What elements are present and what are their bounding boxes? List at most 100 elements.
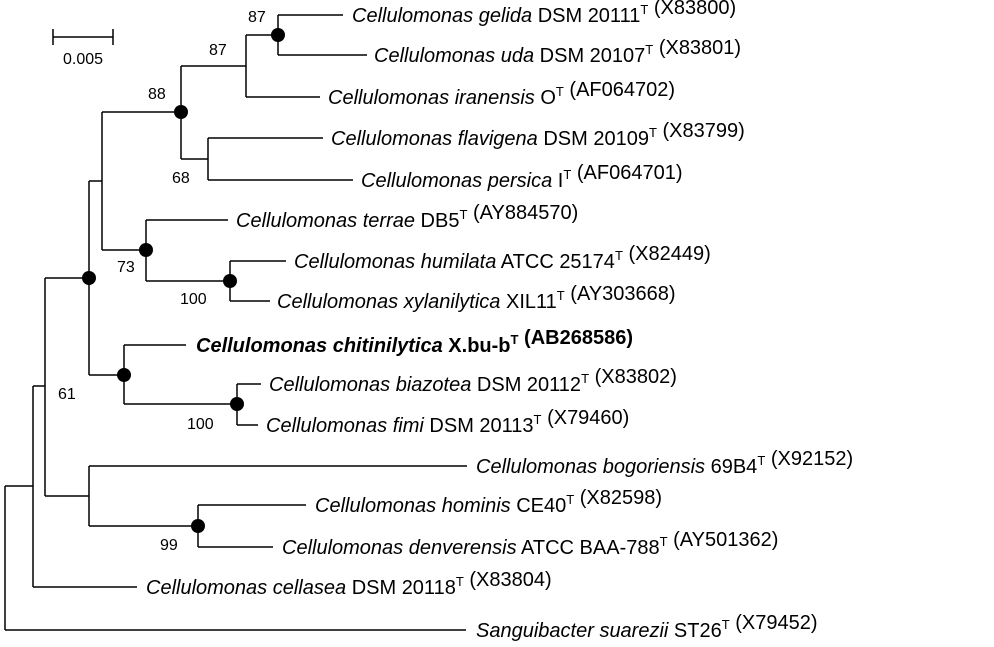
taxon-strain: DSM 20118 xyxy=(352,577,456,599)
bootstrap-value: 100 xyxy=(187,416,214,433)
taxon-strain: O xyxy=(540,87,556,109)
taxon-genus: Cellulomonas xyxy=(315,495,436,517)
taxon-strain: DSM 20111 xyxy=(538,5,641,27)
type-strain-mark: T xyxy=(581,371,589,386)
support-node-dot xyxy=(174,105,188,119)
taxon-species: fimi xyxy=(393,415,425,437)
type-strain-mark: T xyxy=(645,42,653,57)
taxon-accession: (X92152) xyxy=(771,448,853,470)
bootstrap-value: 73 xyxy=(117,259,135,276)
taxon-genus: Cellulomonas xyxy=(476,456,597,478)
taxon-accession: (X83799) xyxy=(663,120,745,142)
taxon-species: chitinilytica xyxy=(333,335,443,357)
taxon-label: Cellulomonas persica IT (AF064701) xyxy=(361,162,682,192)
taxon-strain: XIL11 xyxy=(506,291,557,313)
taxon-genus: Cellulomonas xyxy=(277,291,398,313)
taxon-species: xylanilytica xyxy=(403,291,501,313)
bootstrap-value: 87 xyxy=(248,9,266,26)
taxon-accession: (AB268586) xyxy=(524,327,633,349)
type-strain-mark: T xyxy=(459,207,467,222)
type-strain-mark: T xyxy=(757,453,765,468)
taxon-accession: (AF064701) xyxy=(577,162,683,184)
taxon-species: denverensis xyxy=(409,537,517,559)
taxon-species: suarezii xyxy=(599,620,668,642)
taxon-accession: (X83804) xyxy=(469,569,551,591)
taxon-strain: ATCC BAA-788 xyxy=(521,537,660,559)
taxon-accession: (AY303668) xyxy=(570,283,675,305)
support-node-dot xyxy=(271,28,285,42)
taxon-strain: X.bu-b xyxy=(448,335,510,357)
taxon-genus: Cellulomonas xyxy=(331,128,452,150)
type-strain-mark: T xyxy=(566,492,574,507)
taxon-label: Cellulomonas hominis CE40T (X82598) xyxy=(315,487,662,517)
bootstrap-value: 100 xyxy=(180,291,207,308)
bootstrap-value: 99 xyxy=(160,537,178,554)
type-strain-mark: T xyxy=(557,288,565,303)
taxon-genus: Cellulomonas xyxy=(374,45,495,67)
type-strain-mark: T xyxy=(511,332,519,347)
taxon-accession: (X79460) xyxy=(547,407,629,429)
taxon-label: Sanguibacter suarezii ST26T (X79452) xyxy=(476,612,818,642)
taxon-species: iranensis xyxy=(455,87,535,109)
taxon-accession: (AY501362) xyxy=(673,529,778,551)
taxon-strain: DSM 20113 xyxy=(429,415,533,437)
taxon-strain: DSM 20112 xyxy=(477,374,581,396)
taxon-genus: Cellulomonas xyxy=(269,374,390,396)
support-node-dot xyxy=(230,397,244,411)
taxon-label: Cellulomonas xylanilytica XIL11T (AY3036… xyxy=(277,283,676,313)
taxon-species: bogoriensis xyxy=(603,456,705,478)
taxon-species: terrae xyxy=(363,210,415,232)
taxon-species: gelida xyxy=(479,5,532,27)
type-strain-mark: T xyxy=(615,248,623,263)
taxon-strain: ATCC 25174 xyxy=(501,251,615,273)
type-strain-mark: T xyxy=(660,534,668,549)
taxon-strain: DSM 20109 xyxy=(543,128,649,150)
taxon-accession: (X79452) xyxy=(735,612,817,634)
taxon-genus: Cellulomonas xyxy=(294,251,415,273)
taxon-species: biazotea xyxy=(396,374,472,396)
taxon-genus: Cellulomonas xyxy=(236,210,357,232)
taxon-label: Cellulomonas chitinilytica X.bu-bT (AB26… xyxy=(196,327,633,357)
taxon-species: humilata xyxy=(421,251,497,273)
type-strain-mark: T xyxy=(722,617,730,632)
taxon-strain: DSM 20107 xyxy=(540,45,646,67)
taxon-label: Cellulomonas bogoriensis 69B4T (X92152) xyxy=(476,448,853,478)
bootstrap-value: 68 xyxy=(172,170,190,187)
taxon-accession: (AF064702) xyxy=(569,79,675,101)
support-node-dot xyxy=(223,274,237,288)
taxon-label: Cellulomonas fimi DSM 20113T (X79460) xyxy=(266,407,629,437)
type-strain-mark: T xyxy=(640,2,648,17)
taxon-genus: Cellulomonas xyxy=(146,577,267,599)
support-node-dot xyxy=(82,271,96,285)
taxon-species: flavigena xyxy=(458,128,538,150)
type-strain-mark: T xyxy=(649,125,657,140)
bootstrap-value: 61 xyxy=(58,386,76,403)
taxon-strain: 69B4 xyxy=(711,456,758,478)
support-node-dot xyxy=(117,368,131,382)
taxon-strain: ST26 xyxy=(674,620,722,642)
taxon-accession: (AY884570) xyxy=(473,202,578,224)
taxon-genus: Cellulomonas xyxy=(352,5,473,27)
taxon-label: Cellulomonas flavigena DSM 20109T (X8379… xyxy=(331,120,745,150)
taxon-accession: (X82598) xyxy=(580,487,662,509)
support-node-dot xyxy=(191,519,205,533)
taxon-accession: (X83801) xyxy=(659,37,741,59)
taxon-label: Cellulomonas iranensis OT (AF064702) xyxy=(328,79,675,109)
taxon-genus: Cellulomonas xyxy=(328,87,449,109)
support-node-dot xyxy=(139,243,153,257)
taxon-accession: (X82449) xyxy=(628,243,710,265)
type-strain-mark: T xyxy=(534,412,542,427)
bootstrap-value: 87 xyxy=(209,42,227,59)
taxon-accession: (X83802) xyxy=(595,366,677,388)
taxon-label: Cellulomonas uda DSM 20107T (X83801) xyxy=(374,37,741,67)
type-strain-mark: T xyxy=(456,574,464,589)
taxon-species: persica xyxy=(487,170,552,192)
taxon-species: cellasea xyxy=(273,577,346,599)
taxon-genus: Sanguibacter xyxy=(476,620,595,642)
taxon-species: hominis xyxy=(442,495,511,517)
taxon-genus: Cellulomonas xyxy=(196,335,327,357)
taxon-label: Cellulomonas denverensis ATCC BAA-788T (… xyxy=(282,529,778,559)
taxon-strain: DB5 xyxy=(421,210,460,232)
taxon-genus: Cellulomonas xyxy=(282,537,403,559)
